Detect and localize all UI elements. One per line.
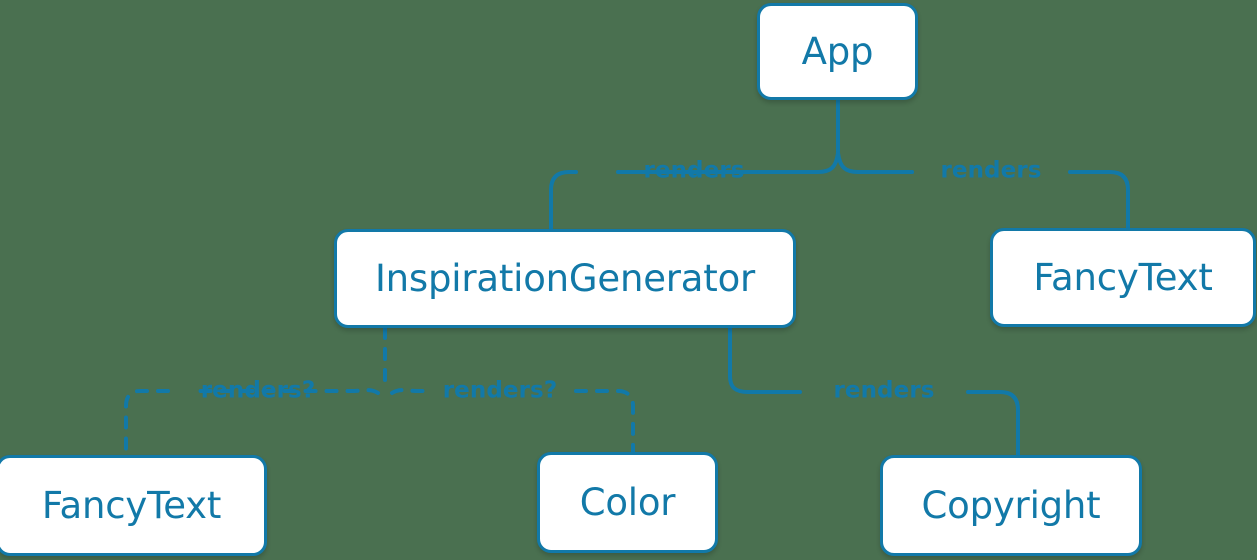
edge-inspiration-to-copyright: [728, 326, 802, 394]
edge-label-app-to-inspiration: renders: [643, 157, 745, 184]
node-fancytext-left[interactable]: FancyText: [0, 455, 267, 556]
edge-inspiration-to-fancytext-left: [188, 388, 380, 395]
node-inspiration-generator[interactable]: InspirationGenerator: [334, 229, 796, 328]
edge-app-bus-left: [754, 151, 840, 174]
edge-app-bus-right: [836, 151, 914, 174]
edge-inspiration-to-color: [390, 388, 426, 395]
node-copyright[interactable]: Copyright: [880, 455, 1142, 556]
node-fancytext-right-label: FancyText: [1033, 256, 1213, 299]
node-app-label: App: [801, 30, 874, 73]
node-inspiration-generator-label: InspirationGenerator: [374, 257, 756, 300]
edge-label-inspiration-to-color: renders?: [442, 377, 558, 404]
node-fancytext-right[interactable]: FancyText: [990, 228, 1256, 327]
node-fancytext-left-label: FancyText: [41, 484, 222, 527]
edge-dashed-right-run: [574, 389, 635, 454]
edge-copyright-run: [966, 390, 1020, 457]
node-color-label: Color: [579, 481, 676, 524]
node-color[interactable]: Color: [537, 452, 718, 553]
edge-label-inspiration-to-fancytext-left: renders?: [200, 377, 316, 404]
node-app[interactable]: App: [757, 3, 918, 100]
edge-dashed-left-run: [124, 389, 170, 457]
edge-label-app-to-fancytext-right: renders: [940, 157, 1042, 184]
edge-label-inspiration-to-copyright: renders: [833, 377, 935, 404]
edge-app-to-inspiration: [549, 170, 578, 231]
edge-app-to-fancytext-right: [1068, 170, 1130, 230]
node-copyright-label: Copyright: [921, 484, 1101, 527]
